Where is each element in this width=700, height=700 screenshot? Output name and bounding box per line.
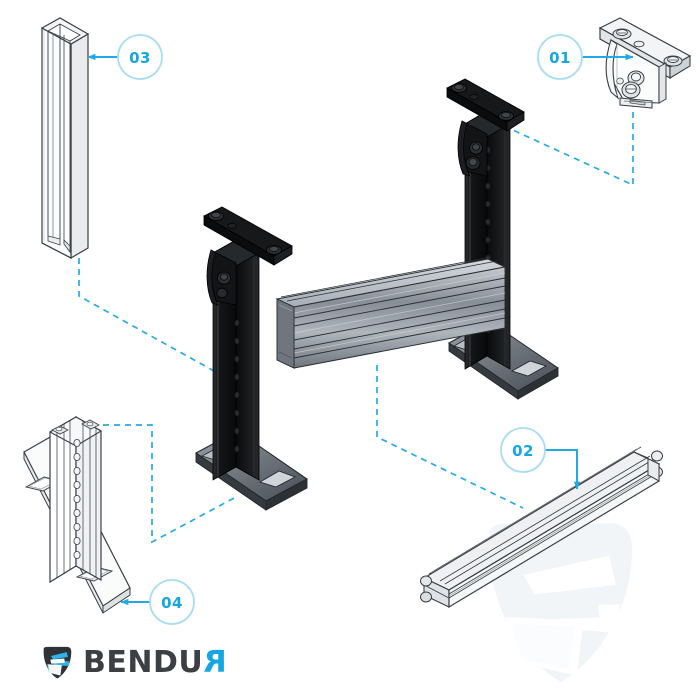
callout-leader-lines: [87, 53, 634, 606]
guide-line-02: [376, 365, 524, 509]
assembly-guide-lines: [78, 57, 634, 544]
brand-name-main: BENDU: [83, 645, 204, 680]
leader-line-02: [545, 449, 581, 490]
assembly-right-leg: [446, 78, 559, 400]
guide-line-01: [503, 57, 634, 187]
part-02-extrusion-beam[interactable]: [420, 446, 663, 609]
part-03-column-profile[interactable]: [40, 17, 90, 260]
assembly-left-leg: [195, 206, 308, 511]
shield-burst-icon: [43, 646, 72, 679]
shield-burst-watermark: [489, 523, 632, 682]
callout-circle-04[interactable]: [149, 579, 195, 625]
assembly-cross-beam: [275, 256, 507, 369]
part-01-mounting-bracket[interactable]: [598, 17, 692, 109]
callout-circles: [117, 34, 583, 625]
part-04-leg-assembly[interactable]: [23, 415, 131, 614]
callout-circle-03[interactable]: [117, 34, 163, 80]
callout-circle-01[interactable]: [537, 34, 583, 80]
guide-line-03: [78, 258, 233, 382]
brand-name-accent: R: [203, 645, 227, 680]
assembly-conveyor-support-stand[interactable]: [195, 78, 559, 511]
callout-circle-02[interactable]: [500, 427, 546, 473]
guide-line-04: [92, 424, 237, 544]
